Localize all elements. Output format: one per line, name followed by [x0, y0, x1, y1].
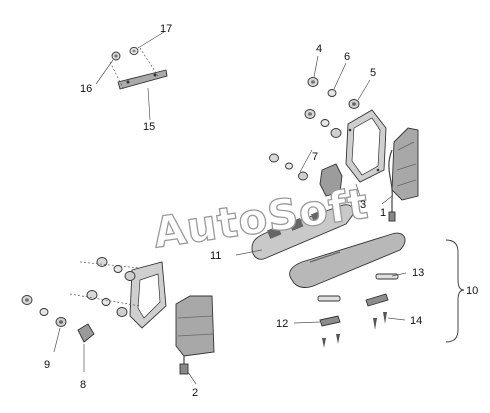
part-14-screw [373, 312, 387, 330]
part-1-tail-lamp [391, 127, 419, 201]
part-17-washer [129, 46, 139, 56]
callout-7: 7 [312, 151, 318, 163]
callout-2: 2 [192, 387, 198, 399]
part-10-lamp-body [289, 232, 406, 288]
callout-15: 15 [143, 121, 155, 133]
part-16-nut [111, 51, 121, 61]
part-12-socket [319, 315, 341, 327]
part-7-nut [269, 153, 308, 181]
part-4-nut [307, 77, 319, 87]
part-11-gasket [251, 204, 354, 260]
part-13-lens [375, 273, 399, 280]
callout-5: 5 [370, 67, 376, 79]
callout-16: 16 [80, 83, 92, 95]
callout-11: 11 [210, 250, 221, 262]
callout-3: 3 [360, 199, 366, 211]
right-tail-lamp-group [269, 55, 419, 222]
callout-9: 9 [44, 359, 50, 371]
part-6-washer [327, 89, 337, 97]
callout-17: 17 [160, 23, 172, 35]
callout-13: 13 [412, 267, 424, 279]
part-2-tail-lamp [175, 295, 215, 357]
part-5-nut [348, 99, 360, 109]
part-8-plug [77, 323, 95, 343]
callout-14: 14 [410, 315, 422, 327]
part-9-nut [55, 317, 67, 327]
callout-10: 10 [466, 285, 478, 297]
callout-6: 6 [344, 51, 350, 63]
callout-12: 12 [276, 318, 288, 330]
high-mount-lamp-group [235, 204, 465, 348]
callout-1: 1 [380, 207, 386, 219]
callout-8: 8 [80, 379, 86, 391]
license-plate-bracket-group [95, 31, 168, 121]
part-15-bracket [117, 69, 168, 90]
left-tail-lamp-group [21, 257, 215, 385]
callout-4: 4 [316, 43, 322, 55]
